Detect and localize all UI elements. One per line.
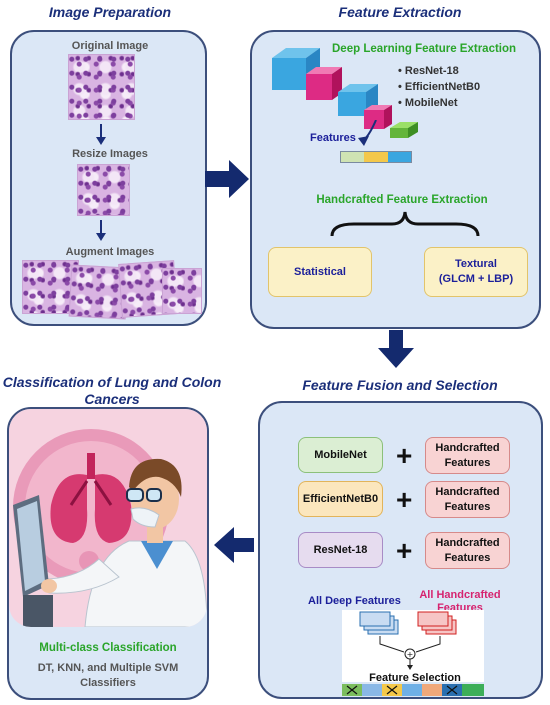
handcrafted-feature-stack: [417, 611, 457, 635]
model-list: • ResNet-18 • EfficientNetB0 • MobileNet: [398, 63, 480, 111]
monitor-icon: [13, 495, 53, 627]
classification-title: Classification of Lung and Colon Cancers: [2, 374, 222, 407]
fusion-handcrafted-box: Handcrafted Features: [425, 437, 510, 474]
handcrafted-title: Handcrafted Feature Extraction: [316, 194, 488, 206]
right-arrow-icon: [205, 160, 249, 198]
cnn-block-4: [364, 105, 392, 129]
feature-vector: [340, 151, 412, 163]
all-deep-features-label: All Deep Features: [308, 595, 401, 607]
left-arrow-icon: [214, 527, 254, 563]
plus-icon: +: [396, 535, 413, 566]
deep-feature-stack: [359, 611, 399, 635]
doctor-illustration: [9, 409, 207, 627]
model-item-resnet: • ResNet-18: [398, 65, 459, 77]
textural-label: Textural: [455, 258, 497, 271]
cnn-block-2: [306, 67, 342, 100]
multiclass-label: Multi-class Classification: [39, 642, 177, 654]
augment-images-label: Augment Images: [65, 246, 155, 258]
cnn-blocks-graphic: [272, 48, 418, 138]
original-image: [68, 54, 135, 120]
fusion-model-box-efficientnet: EfficientNetB0: [298, 481, 383, 517]
removed-feature-marks: [346, 685, 458, 695]
fusion-handcrafted-box: Handcrafted Features: [425, 532, 510, 569]
feature-vector-cell: [364, 152, 388, 162]
features-label: Features: [310, 132, 356, 144]
plus-icon: +: [396, 440, 413, 471]
feature-fusion-title: Feature Fusion and Selection: [302, 377, 498, 393]
resize-images-label: Resize Images: [72, 148, 148, 160]
down-arrow-icon: [378, 330, 414, 368]
augmented-image-4: [162, 268, 202, 314]
textural-box: Textural (GLCM + LBP): [424, 247, 528, 297]
deep-learning-title: Deep Learning Feature Extraction: [332, 43, 517, 55]
model-item-efficientnet: • EfficientNetB0: [398, 81, 481, 93]
brace-icon: [330, 211, 480, 237]
svg-text:+: +: [407, 650, 414, 659]
original-image-label: Original Image: [71, 40, 149, 52]
statistical-box: Statistical: [268, 247, 372, 297]
fusion-selection-graphic: +: [342, 610, 484, 682]
plus-icon: +: [396, 484, 413, 515]
augmented-image-1: [22, 260, 79, 314]
fusion-handcrafted-box: Handcrafted Features: [425, 481, 510, 518]
down-arrow-icon: [96, 220, 106, 241]
resized-image: [77, 164, 130, 216]
cnn-block-5: [390, 122, 418, 138]
classifiers-label: DT, KNN, and Multiple SVM Classifiers: [37, 662, 179, 689]
image-preparation-title: Image Preparation: [48, 4, 172, 20]
down-arrow-icon: [96, 124, 106, 145]
textural-method-label: (GLCM + LBP): [438, 273, 514, 285]
fusion-model-box-mobilenet: MobileNet: [298, 437, 383, 473]
feature-vector-cell: [387, 152, 411, 162]
model-item-mobilenet: • MobileNet: [398, 97, 458, 109]
feature-extraction-title: Feature Extraction: [338, 4, 462, 20]
feature-vector-cell: [341, 152, 365, 162]
feature-selection-label: Feature Selection: [369, 672, 461, 684]
fusion-model-box-resnet: ResNet-18: [298, 532, 383, 568]
selected-feature-vector: [342, 684, 484, 696]
features-arrow-icon: [358, 120, 377, 146]
